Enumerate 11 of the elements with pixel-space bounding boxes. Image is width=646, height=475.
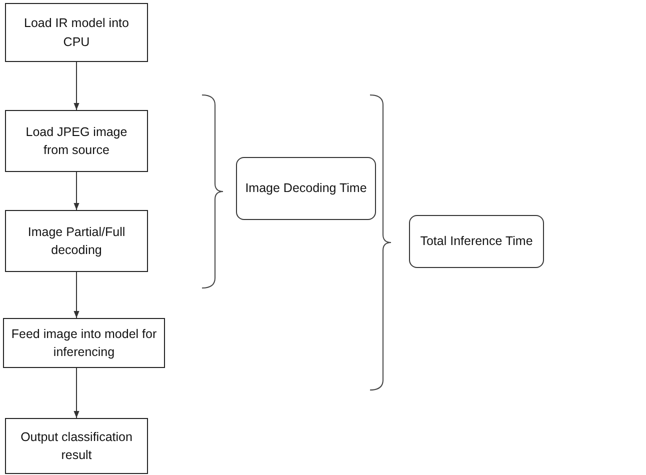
label-box: Total Inference Time [409,215,544,268]
arrow [74,368,80,418]
process-box: Load JPEG image from source [5,110,148,172]
arrow [74,62,80,110]
label-box: Image Decoding Time [236,157,376,220]
arrow [74,172,80,210]
process-box: Output classification result [5,418,148,474]
process-box: Image Partial/Full decoding [5,210,148,272]
process-box: Load IR model into CPU [5,3,148,62]
arrow [74,272,80,318]
process-box: Feed image into model for inferencing [3,318,165,368]
